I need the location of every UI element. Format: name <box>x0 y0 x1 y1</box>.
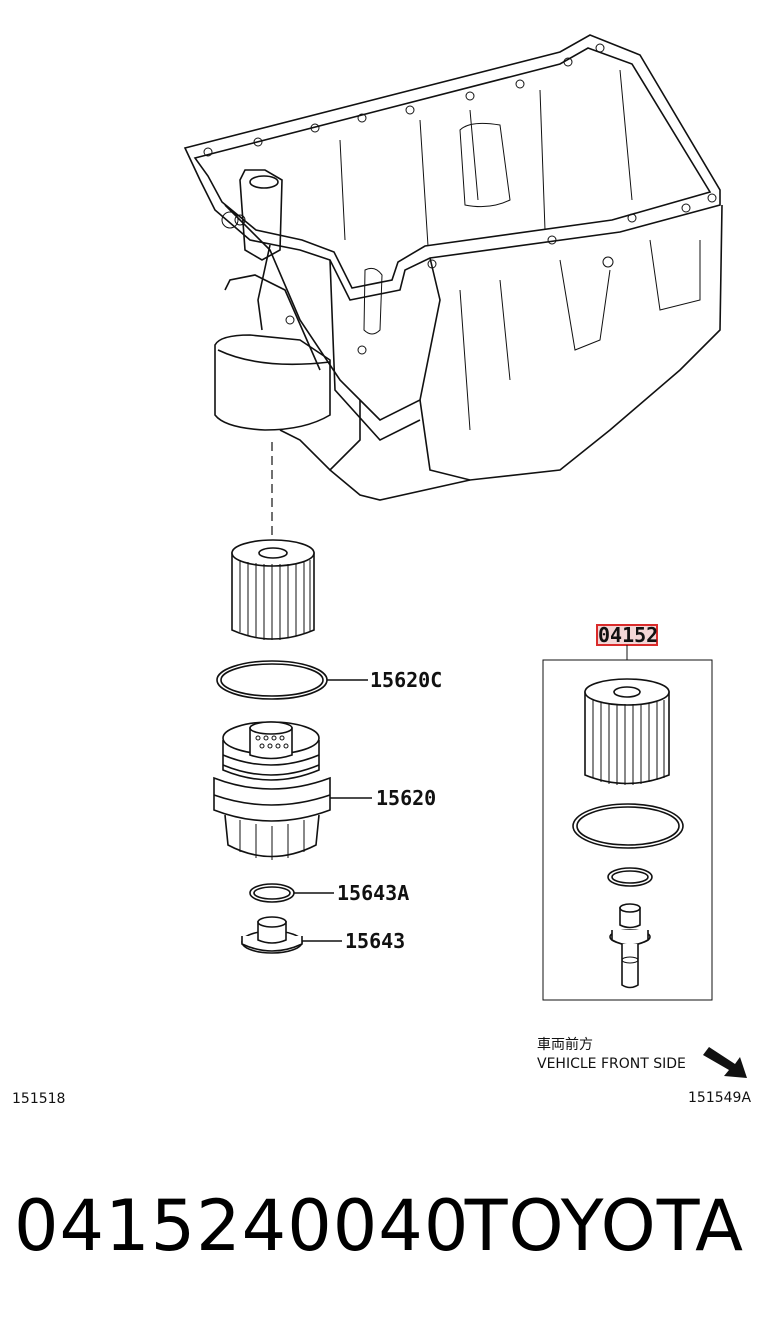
reference-code-left: 151518 <box>12 1091 65 1107</box>
callout-15643: 15643 <box>345 929 405 953</box>
drain-plug-o-ring <box>249 883 334 903</box>
callout-15643a: 15643A <box>337 881 409 905</box>
vehicle-front-label-jp: 車両前方 <box>537 1036 593 1053</box>
reference-code-right: 151549A <box>688 1090 751 1106</box>
engine-block-illustration <box>183 34 723 501</box>
filter-kit <box>542 624 713 1001</box>
footer: 0415240040 TOYOTA <box>0 1185 760 1295</box>
filter-cap-o-ring <box>216 660 368 700</box>
brand-name: TOYOTA <box>464 1185 744 1267</box>
callout-15620c: 15620C <box>370 668 442 692</box>
vehicle-front-arrow-icon <box>703 1047 747 1078</box>
drain-plug <box>241 916 342 954</box>
vehicle-front-label-en: VEHICLE FRONT SIDE <box>537 1056 686 1072</box>
callout-15620: 15620 <box>376 786 436 810</box>
callout-04152: 04152 <box>598 623 658 647</box>
part-number: 0415240040 <box>14 1185 470 1267</box>
oil-filter-element <box>231 539 315 640</box>
oil-filter-cap <box>213 721 372 860</box>
